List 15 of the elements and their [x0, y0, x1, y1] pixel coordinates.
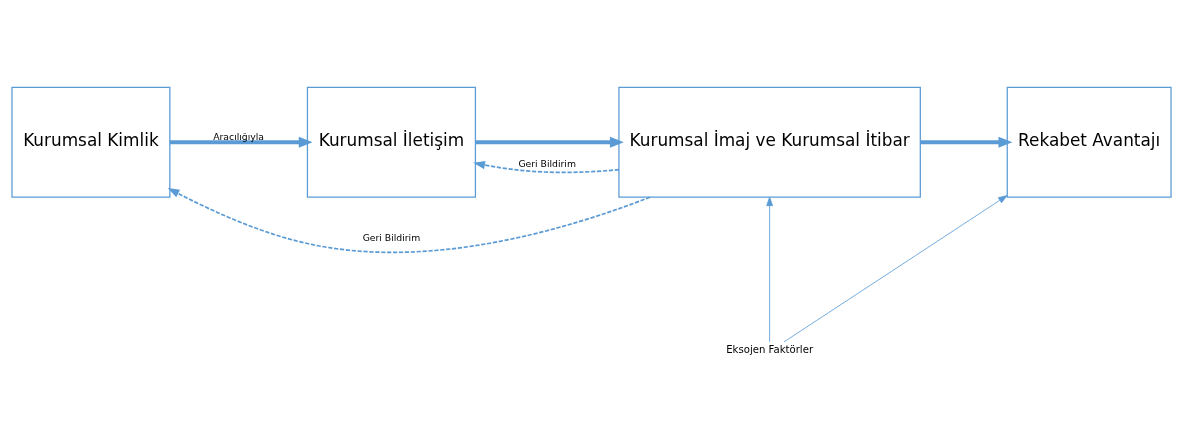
arrow [473, 161, 620, 174]
arrow [167, 187, 651, 254]
arrow [920, 136, 1013, 148]
arrow [783, 195, 1008, 343]
node-box: Kurumsal Kimlik [11, 86, 171, 198]
node-text: Eksojen Faktörler [726, 344, 814, 356]
node-box: Rekabet Avantajı [1006, 86, 1172, 198]
arrow [169, 136, 313, 148]
edge-label: Aracılığıyla [213, 130, 265, 142]
edge-label: Geri Bildirim [518, 158, 576, 170]
arrow [475, 136, 624, 148]
node-box: Kurumsal İmaj ve Kurumsal İtibar [618, 86, 921, 198]
arrow [766, 196, 773, 343]
edge-label: Geri Bildirim [362, 231, 421, 243]
node-box: Kurumsal İletişim [306, 86, 477, 198]
